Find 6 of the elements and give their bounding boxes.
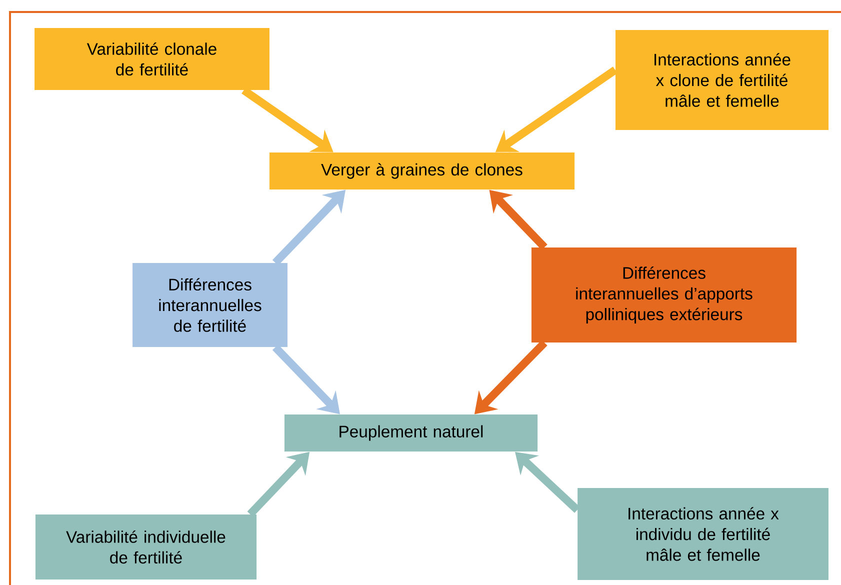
factor-box: Variabilité clonale de fertilité xyxy=(34,28,270,90)
factor-box: Interactions année x clone de fertilité mâle et femelle xyxy=(615,30,829,130)
factor-box: Différences interannuelles d’apports polliniques extérieurs xyxy=(531,248,797,342)
factor-box: Différences interannuelles de fertilité xyxy=(132,263,288,347)
factor-box: Interactions année x individu de fertilité mâle et femelle xyxy=(578,488,828,580)
factor-box: Variabilité individuelle de fertilité xyxy=(35,514,257,580)
